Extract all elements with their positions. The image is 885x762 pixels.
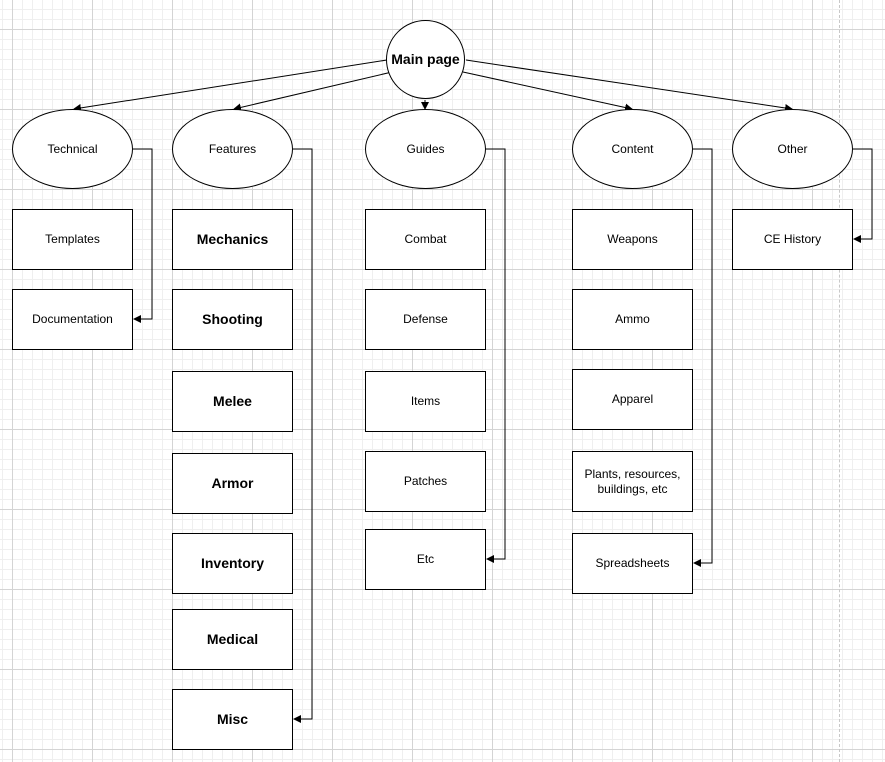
node-plants-resources-buildings[interactable]: Plants, resources, buildings, etc (572, 451, 693, 512)
node-guides[interactable]: Guides (365, 109, 486, 189)
node-documentation[interactable]: Documentation (12, 289, 133, 350)
node-label: Templates (45, 232, 100, 247)
edge-root-features (233, 71, 393, 112)
node-label: Content (611, 141, 654, 156)
node-label: Plants, resources, buildings, etc (584, 467, 681, 496)
edge-root-other (465, 59, 793, 112)
node-label: Misc (216, 711, 249, 728)
node-label: Medical (206, 631, 259, 648)
node-label: Mechanics (196, 231, 269, 248)
node-label: Main page (391, 51, 460, 68)
node-defense[interactable]: Defense (365, 289, 486, 350)
edge-root-technical (73, 59, 388, 112)
node-misc[interactable]: Misc (172, 689, 293, 750)
node-melee[interactable]: Melee (172, 371, 293, 432)
node-label: Technical (47, 141, 98, 156)
node-label: Defense (403, 312, 448, 327)
node-label: Armor (211, 475, 254, 492)
node-inventory[interactable]: Inventory (172, 533, 293, 594)
node-label: Weapons (607, 232, 658, 247)
edge-content-spreadsheets (693, 148, 713, 567)
edge-features-misc (293, 148, 313, 723)
node-label: Items (410, 394, 441, 409)
node-etc[interactable]: Etc (365, 529, 486, 590)
node-armor[interactable]: Armor (172, 453, 293, 514)
edge-root-content (462, 71, 633, 112)
node-content[interactable]: Content (572, 109, 693, 189)
node-templates[interactable]: Templates (12, 209, 133, 270)
node-label: Shooting (202, 311, 263, 328)
node-other[interactable]: Other (732, 109, 853, 189)
node-weapons[interactable]: Weapons (572, 209, 693, 270)
node-main-page[interactable]: Main page (386, 20, 465, 99)
node-label: Spreadsheets (595, 556, 670, 571)
node-label: Ammo (615, 312, 650, 327)
edge-other-ce-history (853, 148, 873, 243)
node-label: Melee (213, 393, 252, 410)
node-shooting[interactable]: Shooting (172, 289, 293, 350)
node-technical[interactable]: Technical (12, 109, 133, 189)
node-items[interactable]: Items (365, 371, 486, 432)
node-label: Etc (416, 552, 435, 567)
node-label: Documentation (32, 312, 113, 327)
node-ammo[interactable]: Ammo (572, 289, 693, 350)
node-label: CE History (763, 232, 822, 247)
edge-guides-etc (485, 148, 506, 563)
node-patches[interactable]: Patches (365, 451, 486, 512)
node-label: Features (208, 141, 257, 156)
node-medical[interactable]: Medical (172, 609, 293, 670)
node-label: Combat (404, 232, 447, 247)
node-label: Guides (406, 141, 445, 156)
edge-technical-documentation (133, 148, 153, 323)
node-spreadsheets[interactable]: Spreadsheets (572, 533, 693, 594)
node-ce-history[interactable]: CE History (732, 209, 853, 270)
node-label: Inventory (200, 555, 264, 572)
node-label: Patches (403, 474, 448, 489)
node-combat[interactable]: Combat (365, 209, 486, 270)
page-boundary-line (839, 0, 840, 762)
node-mechanics[interactable]: Mechanics (172, 209, 293, 270)
node-label: Other (777, 141, 808, 156)
node-apparel[interactable]: Apparel (572, 369, 693, 430)
node-label: Apparel (611, 392, 654, 407)
node-features[interactable]: Features (172, 109, 293, 189)
